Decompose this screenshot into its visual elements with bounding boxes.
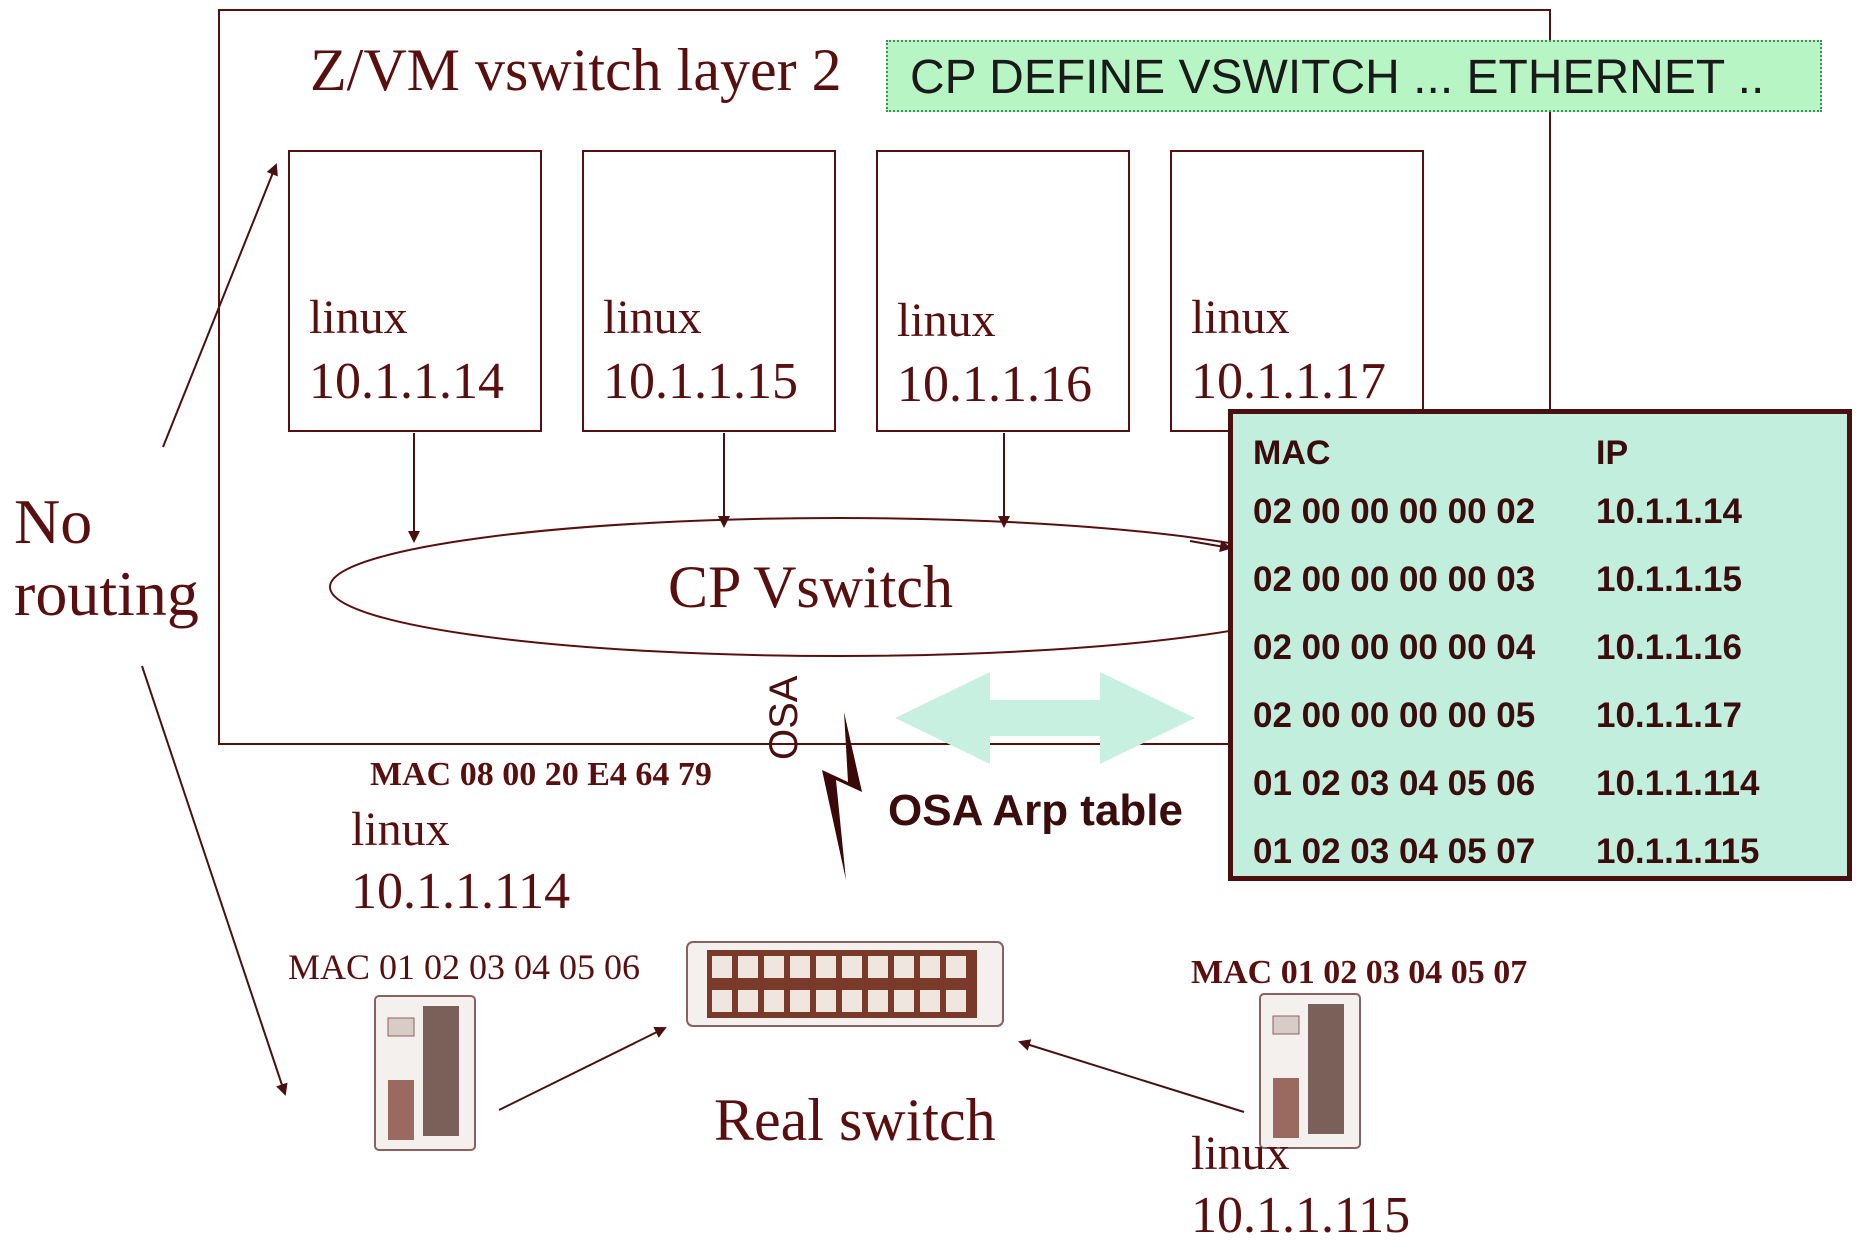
no-routing-down-arrow — [141, 665, 288, 1096]
guest-box-4 — [1170, 150, 1424, 432]
guest-4-ip: 10.1.1.17 — [1191, 353, 1386, 410]
arp-row-ip: 10.1.1.17 — [1596, 696, 1742, 735]
table-row: 02 00 00 00 00 02 10.1.1.14 — [1253, 478, 1847, 546]
guest-4-name: linux — [1191, 291, 1290, 344]
real-switch-device — [686, 941, 1004, 1027]
table-row: 02 00 00 00 00 03 10.1.1.15 — [1253, 546, 1847, 614]
guest-2-ip: 10.1.1.15 — [603, 353, 798, 410]
arp-table-header: MAC IP — [1253, 428, 1847, 478]
no-routing-line-2: routing — [14, 558, 199, 629]
arp-header-ip: IP — [1596, 433, 1629, 472]
left-server-device — [374, 995, 476, 1151]
right-host-arrow — [1018, 1039, 1245, 1113]
arp-row-mac: 02 00 00 00 00 03 — [1253, 560, 1536, 599]
guest-4-arrow — [1189, 540, 1232, 553]
arp-row-ip: 10.1.1.15 — [1596, 560, 1742, 599]
no-routing-line-1: No — [14, 486, 93, 557]
guest-2-name: linux — [603, 291, 702, 344]
arp-row-mac: 01 02 03 04 05 06 — [1253, 764, 1536, 803]
guest-box-3 — [876, 150, 1130, 432]
command-box: CP DEFINE VSWITCH ... ETHERNET .. — [886, 40, 1822, 112]
guest-box-1 — [288, 150, 542, 432]
guest-box-2 — [582, 150, 836, 432]
arp-row-mac: 01 02 03 04 05 07 — [1253, 832, 1536, 871]
left-host-arrow — [498, 1027, 667, 1111]
arp-row-mac: 02 00 00 00 00 05 — [1253, 696, 1536, 735]
arp-table: MAC IP 02 00 00 00 00 02 10.1.1.14 02 00… — [1228, 409, 1852, 881]
no-routing-label: No routing — [14, 486, 199, 630]
arp-header-mac: MAC — [1253, 433, 1331, 472]
no-routing-up-arrow — [162, 163, 278, 448]
osa-label: OSA — [762, 675, 806, 760]
left-host-mac: MAC 01 02 03 04 05 06 — [288, 947, 641, 987]
arp-row-ip: 10.1.1.114 — [1596, 764, 1760, 803]
zvm-frame — [218, 9, 1551, 745]
guest-3-ip: 10.1.1.16 — [897, 356, 1092, 413]
double-arrow — [895, 672, 1195, 764]
guest-3-name: linux — [897, 294, 996, 347]
page-title: Z/VM vswitch layer 2 — [310, 37, 842, 103]
osa-arp-table-label: OSA Arp table — [888, 786, 1184, 835]
table-row: 02 00 00 00 00 05 10.1.1.17 — [1253, 682, 1847, 750]
right-host-ip: 10.1.1.115 — [1191, 1187, 1411, 1244]
right-host-mac: MAC 01 02 03 04 05 07 — [1191, 954, 1528, 991]
arp-row-mac: 02 00 00 00 00 04 — [1253, 628, 1536, 667]
right-host-name: linux — [1191, 1127, 1290, 1180]
table-row: 02 00 00 00 00 04 10.1.1.16 — [1253, 614, 1847, 682]
arp-row-ip: 10.1.1.115 — [1596, 832, 1760, 871]
table-row: 01 02 03 04 05 07 10.1.1.115 — [1253, 818, 1847, 886]
arp-row-ip: 10.1.1.16 — [1596, 628, 1742, 667]
arp-row-mac: 02 00 00 00 00 02 — [1253, 492, 1536, 531]
right-server-device — [1259, 993, 1361, 1149]
table-row: 01 02 03 04 05 06 10.1.1.114 — [1253, 750, 1847, 818]
left-host-name: linux — [351, 803, 450, 856]
left-host-ip: 10.1.1.114 — [351, 863, 571, 920]
osa-mac-label: MAC 08 00 20 E4 64 79 — [370, 756, 712, 793]
vswitch-label: CP Vswitch — [668, 554, 954, 620]
arp-row-ip: 10.1.1.14 — [1596, 492, 1742, 531]
guest-1-name: linux — [309, 291, 408, 344]
real-switch-label: Real switch — [714, 1087, 996, 1153]
guest-1-ip: 10.1.1.14 — [309, 353, 504, 410]
osa-lightning — [822, 712, 862, 880]
